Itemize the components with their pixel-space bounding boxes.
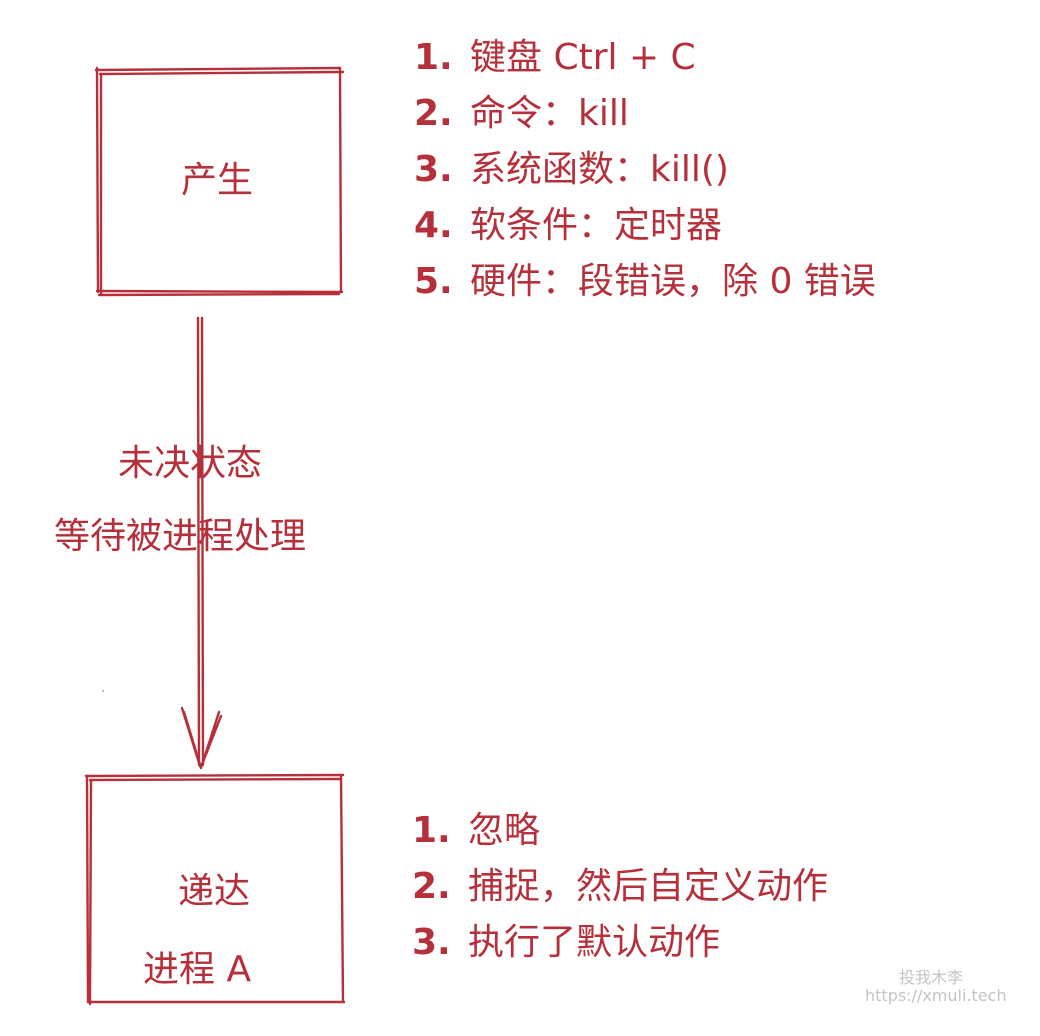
top-box bbox=[94, 66, 345, 297]
list-item-number: 2. bbox=[414, 93, 453, 134]
flow-arrow bbox=[180, 316, 223, 770]
bottom-box bbox=[84, 773, 346, 1006]
list-item: 1. 键盘 Ctrl + C bbox=[414, 40, 696, 76]
list-item-text: 系统函数：kill() bbox=[470, 149, 729, 190]
list-item-number: 5. bbox=[414, 261, 453, 302]
list-item: 3. 系统函数：kill() bbox=[414, 152, 729, 188]
list-item-text: 忽略 bbox=[468, 810, 541, 851]
list-item-text: 硬件：段错误，除 0 错误 bbox=[470, 261, 876, 302]
list-item: 3. 执行了默认动作 bbox=[412, 925, 720, 961]
list-item-text: 命令：kill bbox=[470, 93, 629, 134]
list-item-text: 执行了默认动作 bbox=[468, 922, 721, 963]
bottom-box-label: 递达 bbox=[178, 871, 251, 912]
list-item-number: 1. bbox=[412, 810, 451, 851]
list-item-number: 3. bbox=[414, 149, 453, 190]
watermark-url: https://xmuli.tech bbox=[865, 986, 1007, 1005]
top-box-label: 产生 bbox=[181, 160, 254, 201]
list-item: 2. 命令：kill bbox=[414, 96, 629, 132]
list-item-number: 2. bbox=[412, 866, 451, 907]
edge-label-waiting: 等待被进程处理 bbox=[54, 516, 307, 557]
watermark-author: 投我木李 bbox=[899, 968, 964, 987]
list-item-number: 4. bbox=[414, 205, 453, 246]
list-item-text: 捕捉，然后自定义动作 bbox=[468, 866, 829, 907]
list-item: 1. 忽略 bbox=[412, 813, 540, 849]
stray-dot bbox=[102, 690, 104, 692]
bottom-box-sublabel: 进程 A bbox=[143, 949, 252, 990]
list-item-number: 1. bbox=[414, 37, 453, 78]
list-item: 2. 捕捉，然后自定义动作 bbox=[412, 869, 828, 905]
list-item-number: 3. bbox=[412, 922, 451, 963]
list-item: 5. 硬件：段错误，除 0 错误 bbox=[414, 264, 876, 300]
list-item-text: 软条件：定时器 bbox=[470, 205, 723, 246]
list-item: 4. 软条件：定时器 bbox=[414, 208, 722, 244]
edge-label-state: 未决状态 bbox=[118, 443, 263, 484]
list-item-text: 键盘 Ctrl + C bbox=[470, 37, 696, 78]
